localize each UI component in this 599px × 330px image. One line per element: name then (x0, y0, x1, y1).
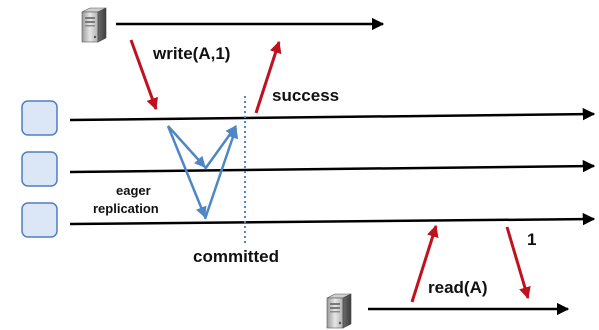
replication-arrow-2 (166, 125, 207, 219)
replica-3-timeline (69, 212, 596, 226)
replica-2-timeline (69, 159, 596, 174)
replica-1-icon (21, 100, 58, 136)
replica-1-timeline (69, 107, 596, 122)
success-response-arrow (254, 40, 282, 114)
client-bottom-server-icon (326, 293, 352, 329)
eager-replication-label-line1: eager (116, 183, 151, 198)
committed-label: committed (193, 247, 279, 266)
read-response-arrow (505, 226, 531, 300)
read-request-arrow (410, 224, 439, 303)
replica-2-icon (21, 151, 58, 187)
read-result-label: 1 (527, 230, 536, 249)
read-label: read(A) (428, 278, 488, 297)
replication-arrow-3 (203, 125, 238, 170)
replication-arrow-1 (167, 125, 206, 168)
replica-3-icon (21, 202, 58, 238)
success-label: success (272, 86, 339, 105)
eager-replication-label-line2: replication (93, 201, 159, 216)
replication-arrow-4 (203, 126, 239, 220)
client-top-server-icon (81, 7, 107, 43)
write-label: write(A,1) (152, 44, 230, 63)
write-request-arrow (129, 39, 158, 111)
